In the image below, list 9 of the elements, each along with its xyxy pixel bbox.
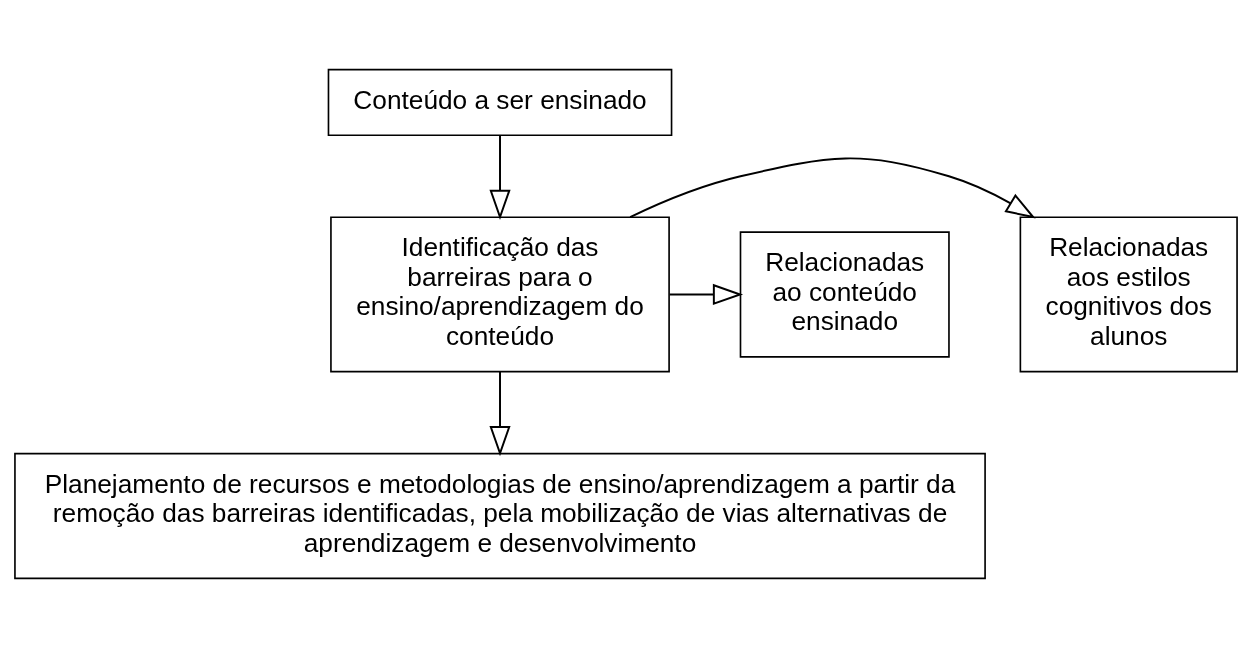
node-box: Relacionadas aos estilos cognitivos dos alunos — [1019, 216, 1238, 373]
node-box: Identificação das barreiras para o ensino/aprendizagem do conteúdo — [330, 216, 670, 373]
node-box: Planejamento de recursos e metodologias de ensino/aprendizagem a partir da remoção das barreiras identificadas, pela mobilização de vias alternativas de aprendizagem e desenvolvimento — [14, 452, 986, 580]
arrow — [489, 370, 511, 457]
node-box: Relacionadas ao conteúdo ensinado — [739, 231, 950, 358]
arrow — [629, 157, 1036, 219]
arrow — [668, 283, 744, 306]
arrow — [489, 134, 511, 221]
node-box: Conteúdo a ser ensinado — [327, 68, 673, 137]
